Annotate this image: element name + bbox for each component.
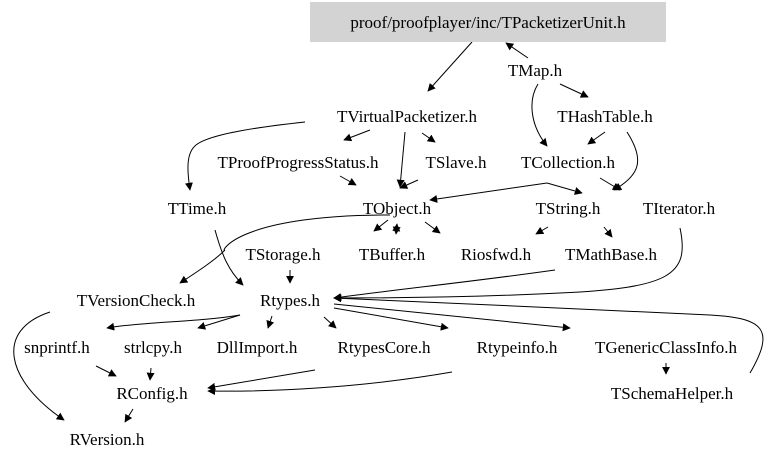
node-tproofprogressstatus[interactable]: TProofProgressStatus.h: [217, 153, 379, 172]
node-titerator[interactable]: TIterator.h: [643, 199, 716, 218]
edge-rtypes-to-strlcpy: [197, 314, 241, 330]
node-rversion[interactable]: RVersion.h: [70, 430, 145, 449]
node-tmathbase[interactable]: TMathBase.h: [565, 245, 658, 264]
node-tgenericclassinfo[interactable]: TGenericClassInfo.h: [595, 338, 738, 357]
node-rtypescore[interactable]: RtypesCore.h: [337, 338, 431, 357]
node-riosfwd[interactable]: Riosfwd.h: [461, 245, 532, 264]
edge-thashtable-to-tcollection: [587, 131, 606, 145]
node-tbuffer[interactable]: TBuffer.h: [359, 245, 426, 264]
edge-rtypescore-to-rconfig: [207, 369, 316, 391]
root-node[interactable]: proof/proofplayer/inc/TPacketizerUnit.h: [310, 2, 666, 42]
edge-tcollection-to-titerator: [599, 177, 621, 191]
edge-tobject-to-tversioncheck: [179, 214, 391, 284]
node-snprintf[interactable]: snprintf.h: [24, 338, 90, 357]
node-dllimport[interactable]: DllImport.h: [217, 338, 298, 357]
edge-tstring-to-tmathbase: [603, 226, 613, 238]
node-strlcpy[interactable]: strlcpy.h: [124, 338, 182, 357]
node-rconfig[interactable]: RConfig.h: [116, 384, 188, 403]
edge-snprintf-to-rconfig: [95, 365, 117, 377]
node-tschemahelper[interactable]: TSchemaHelper.h: [611, 384, 734, 403]
edge-ttime-to-rtypes: [214, 229, 244, 286]
edge-rtypeinfo-to-rconfig: [207, 371, 453, 396]
edge-tmap-to-root: [505, 42, 529, 59]
node-tversioncheck[interactable]: TVersionCheck.h: [77, 291, 196, 310]
edge-tvirtualpacketizer-to-ttime: [184, 121, 306, 191]
node-tstring[interactable]: TString.h: [536, 199, 601, 218]
node-rtypeinfo[interactable]: Rtypeinfo.h: [477, 338, 558, 357]
edge-tproofprogressstatus-to-tobject: [339, 175, 357, 186]
edge-strlcpy-to-rconfig: [146, 367, 155, 381]
edge-tmap-to-tcollection: [531, 83, 548, 147]
edge-tcollection-to-tobject: [429, 182, 548, 203]
edge-thashtable-to-titerator: [613, 131, 639, 191]
edge-rtypes-to-tgenericclassinfo: [333, 303, 571, 332]
node-tcollection[interactable]: TCollection.h: [521, 153, 615, 172]
edge-rconfig-to-rversion: [124, 408, 134, 423]
edge-tbuffer-to-tobject: [392, 223, 401, 235]
root-node-box: [310, 2, 666, 42]
edge-tobject-to-riosfwd: [424, 221, 441, 234]
edge-tmathbase-to-rtypes: [333, 269, 556, 301]
node-tvirtualpacketizer[interactable]: TVirtualPacketizer.h: [337, 107, 478, 126]
edge-tstring-to-riosfwd: [535, 226, 549, 235]
node-ttime[interactable]: TTime.h: [168, 199, 227, 218]
edge-tvirtualpacketizer-to-tproofprogressstatus: [343, 129, 371, 142]
node-tmap[interactable]: TMap.h: [508, 61, 563, 80]
edge-tschemahelper-to-rtypes: [333, 294, 764, 374]
node-tslave[interactable]: TSlave.h: [426, 153, 487, 172]
edge-tcollection-to-tstring: [546, 182, 583, 195]
node-tstorage[interactable]: TStorage.h: [245, 245, 321, 264]
edge-rtypes-to-rtypeinfo: [333, 307, 449, 331]
edge-rtypes-to-dllimport: [266, 315, 275, 329]
edge-titerator-to-rtypes: [333, 227, 683, 302]
edge-tvirtualpacketizer-to-tobject: [396, 131, 406, 188]
edge-tobject-to-tstorage: [373, 219, 389, 232]
edge-tversioncheck-to-rversion: [13, 311, 65, 421]
edges: [13, 41, 764, 423]
edge-rtypes-to-rtypescore: [323, 316, 337, 329]
node-rtypes[interactable]: Rtypes.h: [260, 291, 320, 310]
edge-tslave-to-tobject: [399, 179, 419, 189]
node-thashtable[interactable]: THashTable.h: [557, 107, 653, 126]
root-node-label: proof/proofplayer/inc/TPacketizerUnit.h: [350, 13, 626, 32]
edge-tvirtualpacketizer-to-tslave: [421, 132, 436, 143]
edge-rtypes-to-snprintf: [106, 314, 241, 331]
edge-tmap-to-thashtable: [559, 83, 589, 98]
edge-root-to-tvirtualpacketizer: [427, 41, 473, 92]
node-tobject[interactable]: TObject.h: [363, 199, 432, 218]
